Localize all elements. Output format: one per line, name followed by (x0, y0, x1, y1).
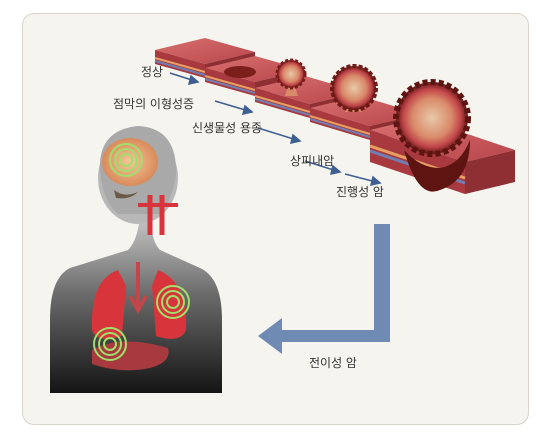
brain (102, 138, 158, 186)
stage-label-dysplasia: 점막의 이형성증 (113, 97, 195, 111)
polyp-small (275, 58, 307, 96)
stage-label-normal: 정상 (141, 65, 164, 79)
metastasis-target-liver (93, 327, 127, 361)
metastasis-target-lung (156, 285, 190, 319)
polyp-large (393, 79, 471, 192)
metastasis-label: 전이성 암 (309, 356, 357, 370)
stage-label-advanced: 진행성 암 (336, 185, 384, 199)
stage-label-carcinoma-in-situ: 상피내암 (290, 154, 335, 168)
stage-label-adenoma: 신생물성 용종 (192, 121, 263, 135)
metastasis-arrow (258, 224, 390, 354)
polyp-medium (330, 64, 378, 112)
metastasis-target-brain (109, 143, 143, 177)
stage-arrows (169, 72, 382, 186)
liver (92, 341, 169, 371)
